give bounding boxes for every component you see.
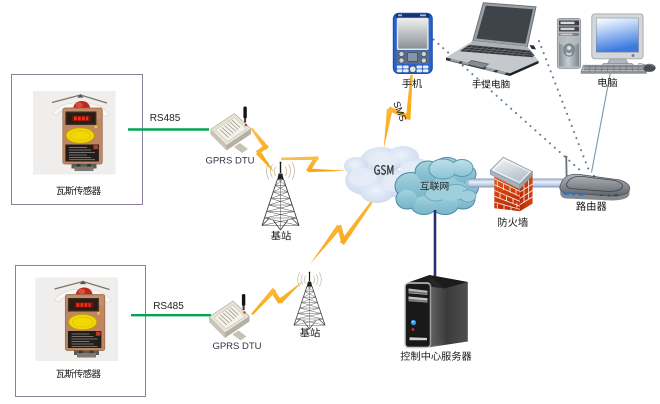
svg-text:GPRS DTU: GPRS DTU bbox=[212, 341, 261, 352]
svg-text:RS485: RS485 bbox=[153, 301, 184, 312]
svg-text:GPRS DTU: GPRS DTU bbox=[205, 156, 254, 167]
svg-text:RS485: RS485 bbox=[150, 113, 181, 124]
